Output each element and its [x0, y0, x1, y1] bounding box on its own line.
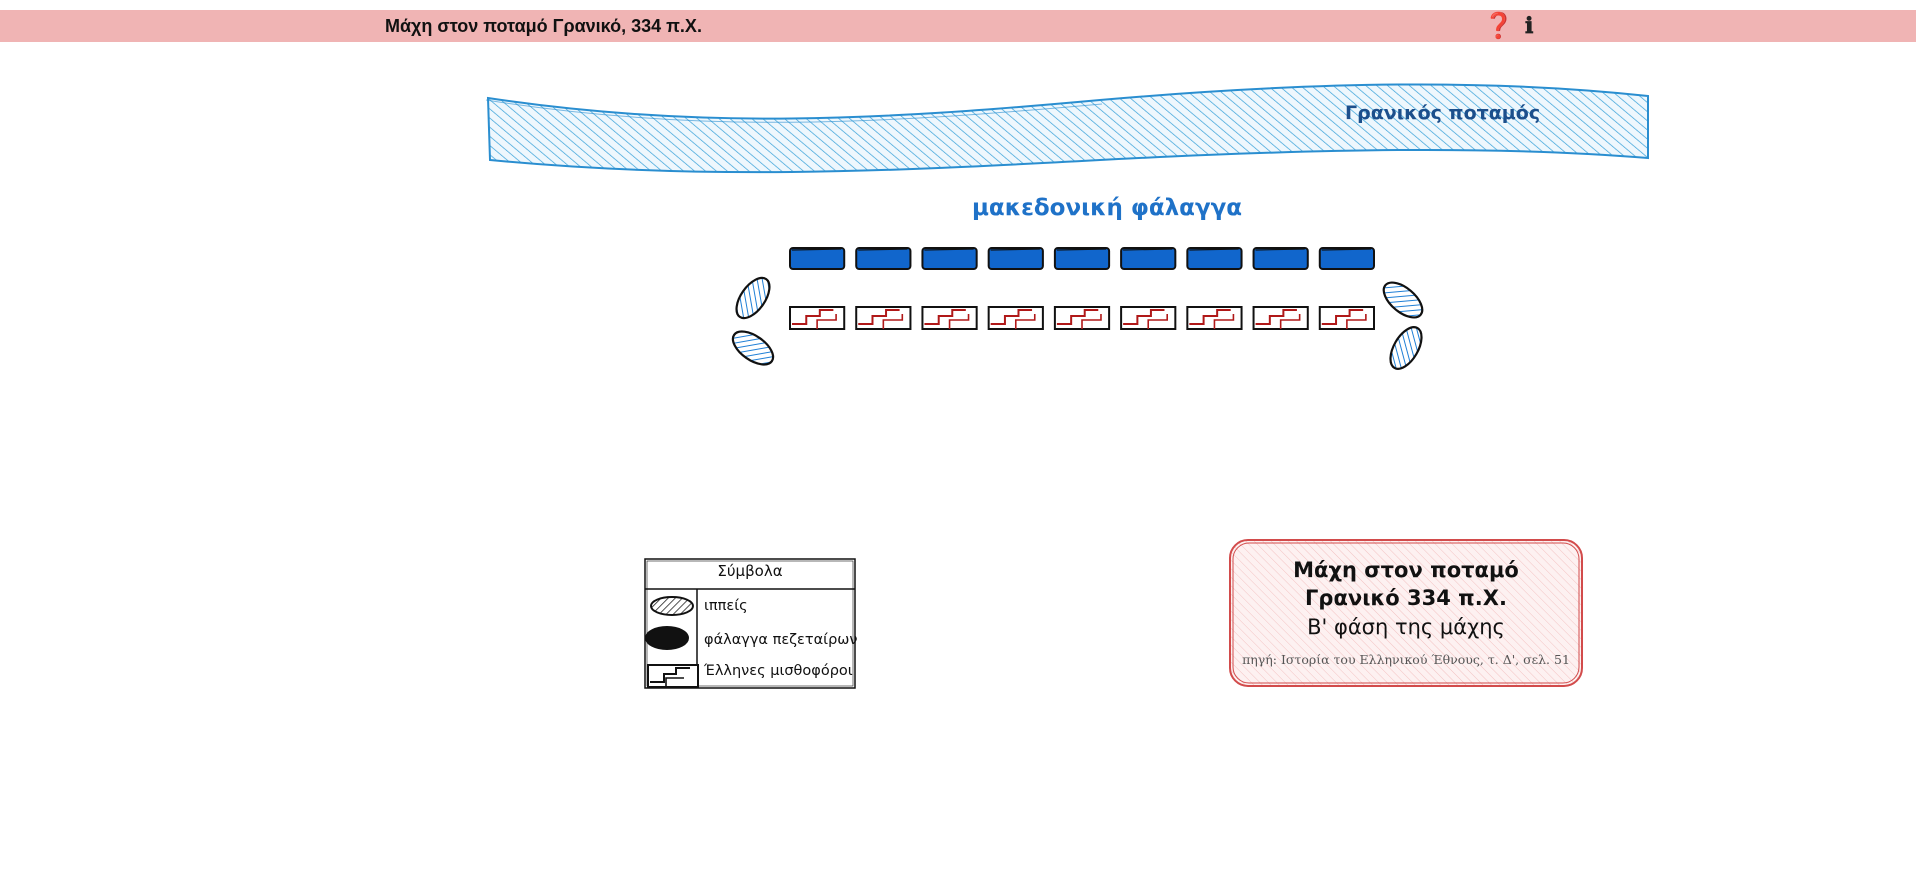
- legend-mercenaries-icon: [647, 664, 699, 688]
- mercenary-unit: [789, 306, 846, 330]
- mercenary-unit: [1252, 306, 1309, 330]
- phalanx-unit: [1318, 247, 1376, 270]
- back-row-mercenaries: [789, 306, 1376, 330]
- info-box-frame: [1229, 539, 1583, 687]
- cavalry-unit: [1382, 281, 1424, 319]
- page-title: Μάχη στον ποταμό Γρανικό, 334 π.Χ.: [385, 16, 702, 36]
- phalanx-title: μακεδονική φάλαγγα: [972, 195, 1243, 221]
- legend-title: Σύμβολα: [717, 562, 783, 580]
- legend-box: [644, 558, 856, 689]
- phalanx-unit: [921, 247, 978, 270]
- cavalry-unit: [731, 330, 775, 366]
- mercenary-unit: [921, 306, 978, 330]
- help-icon[interactable]: ❓: [1483, 11, 1515, 40]
- cavalry-unit: [1389, 326, 1423, 370]
- granikos-river: [486, 83, 1649, 174]
- info-title: Μάχη στον ποταμό Γρανικό 334 π.Χ.: [1293, 558, 1519, 610]
- front-row-pezetairoi: [789, 247, 1376, 270]
- mercenary-unit: [1120, 306, 1177, 330]
- mercenary-unit: [1318, 306, 1376, 330]
- mercenary-unit: [855, 306, 912, 330]
- info-subtitle: Β' φάση της μάχης: [1307, 615, 1505, 639]
- top-bar: Μάχη στον ποταμό Γρανικό, 334 π.Χ. ❓ ℹ: [0, 10, 1916, 42]
- phalanx-unit: [855, 247, 912, 270]
- legend-label-cavalry: ιππείς: [704, 598, 748, 614]
- legend-label-phalanx: φάλαγγα πεζεταίρων: [704, 632, 858, 648]
- phalanx-unit: [1186, 247, 1243, 270]
- legend-phalanx-icon: [645, 626, 689, 650]
- info-source: πηγή: Ιστορία του Ελληνικού Έθνους, τ. Δ…: [1242, 652, 1570, 667]
- legend-label-mercenaries: Έλληνες μισθοφόροι: [704, 663, 853, 679]
- phalanx-unit: [1053, 247, 1111, 270]
- cavalry-flanks: [731, 276, 1424, 370]
- info-icon[interactable]: ℹ: [1525, 13, 1534, 39]
- cavalry-unit: [735, 276, 771, 320]
- mercenary-unit: [987, 306, 1044, 330]
- river-label: Γρανικός ποταμός: [1345, 102, 1541, 124]
- mercenary-unit: [1053, 306, 1111, 330]
- phalanx-unit: [789, 247, 846, 270]
- info-box: Μάχη στον ποταμό Γρανικό 334 π.Χ. Β' φάσ…: [1230, 540, 1582, 686]
- phalanx-unit: [1252, 247, 1309, 270]
- phalanx-unit: [1120, 247, 1177, 270]
- legend-cavalry-icon: [650, 596, 694, 616]
- mercenary-unit: [1186, 306, 1243, 330]
- phalanx-unit: [987, 247, 1044, 270]
